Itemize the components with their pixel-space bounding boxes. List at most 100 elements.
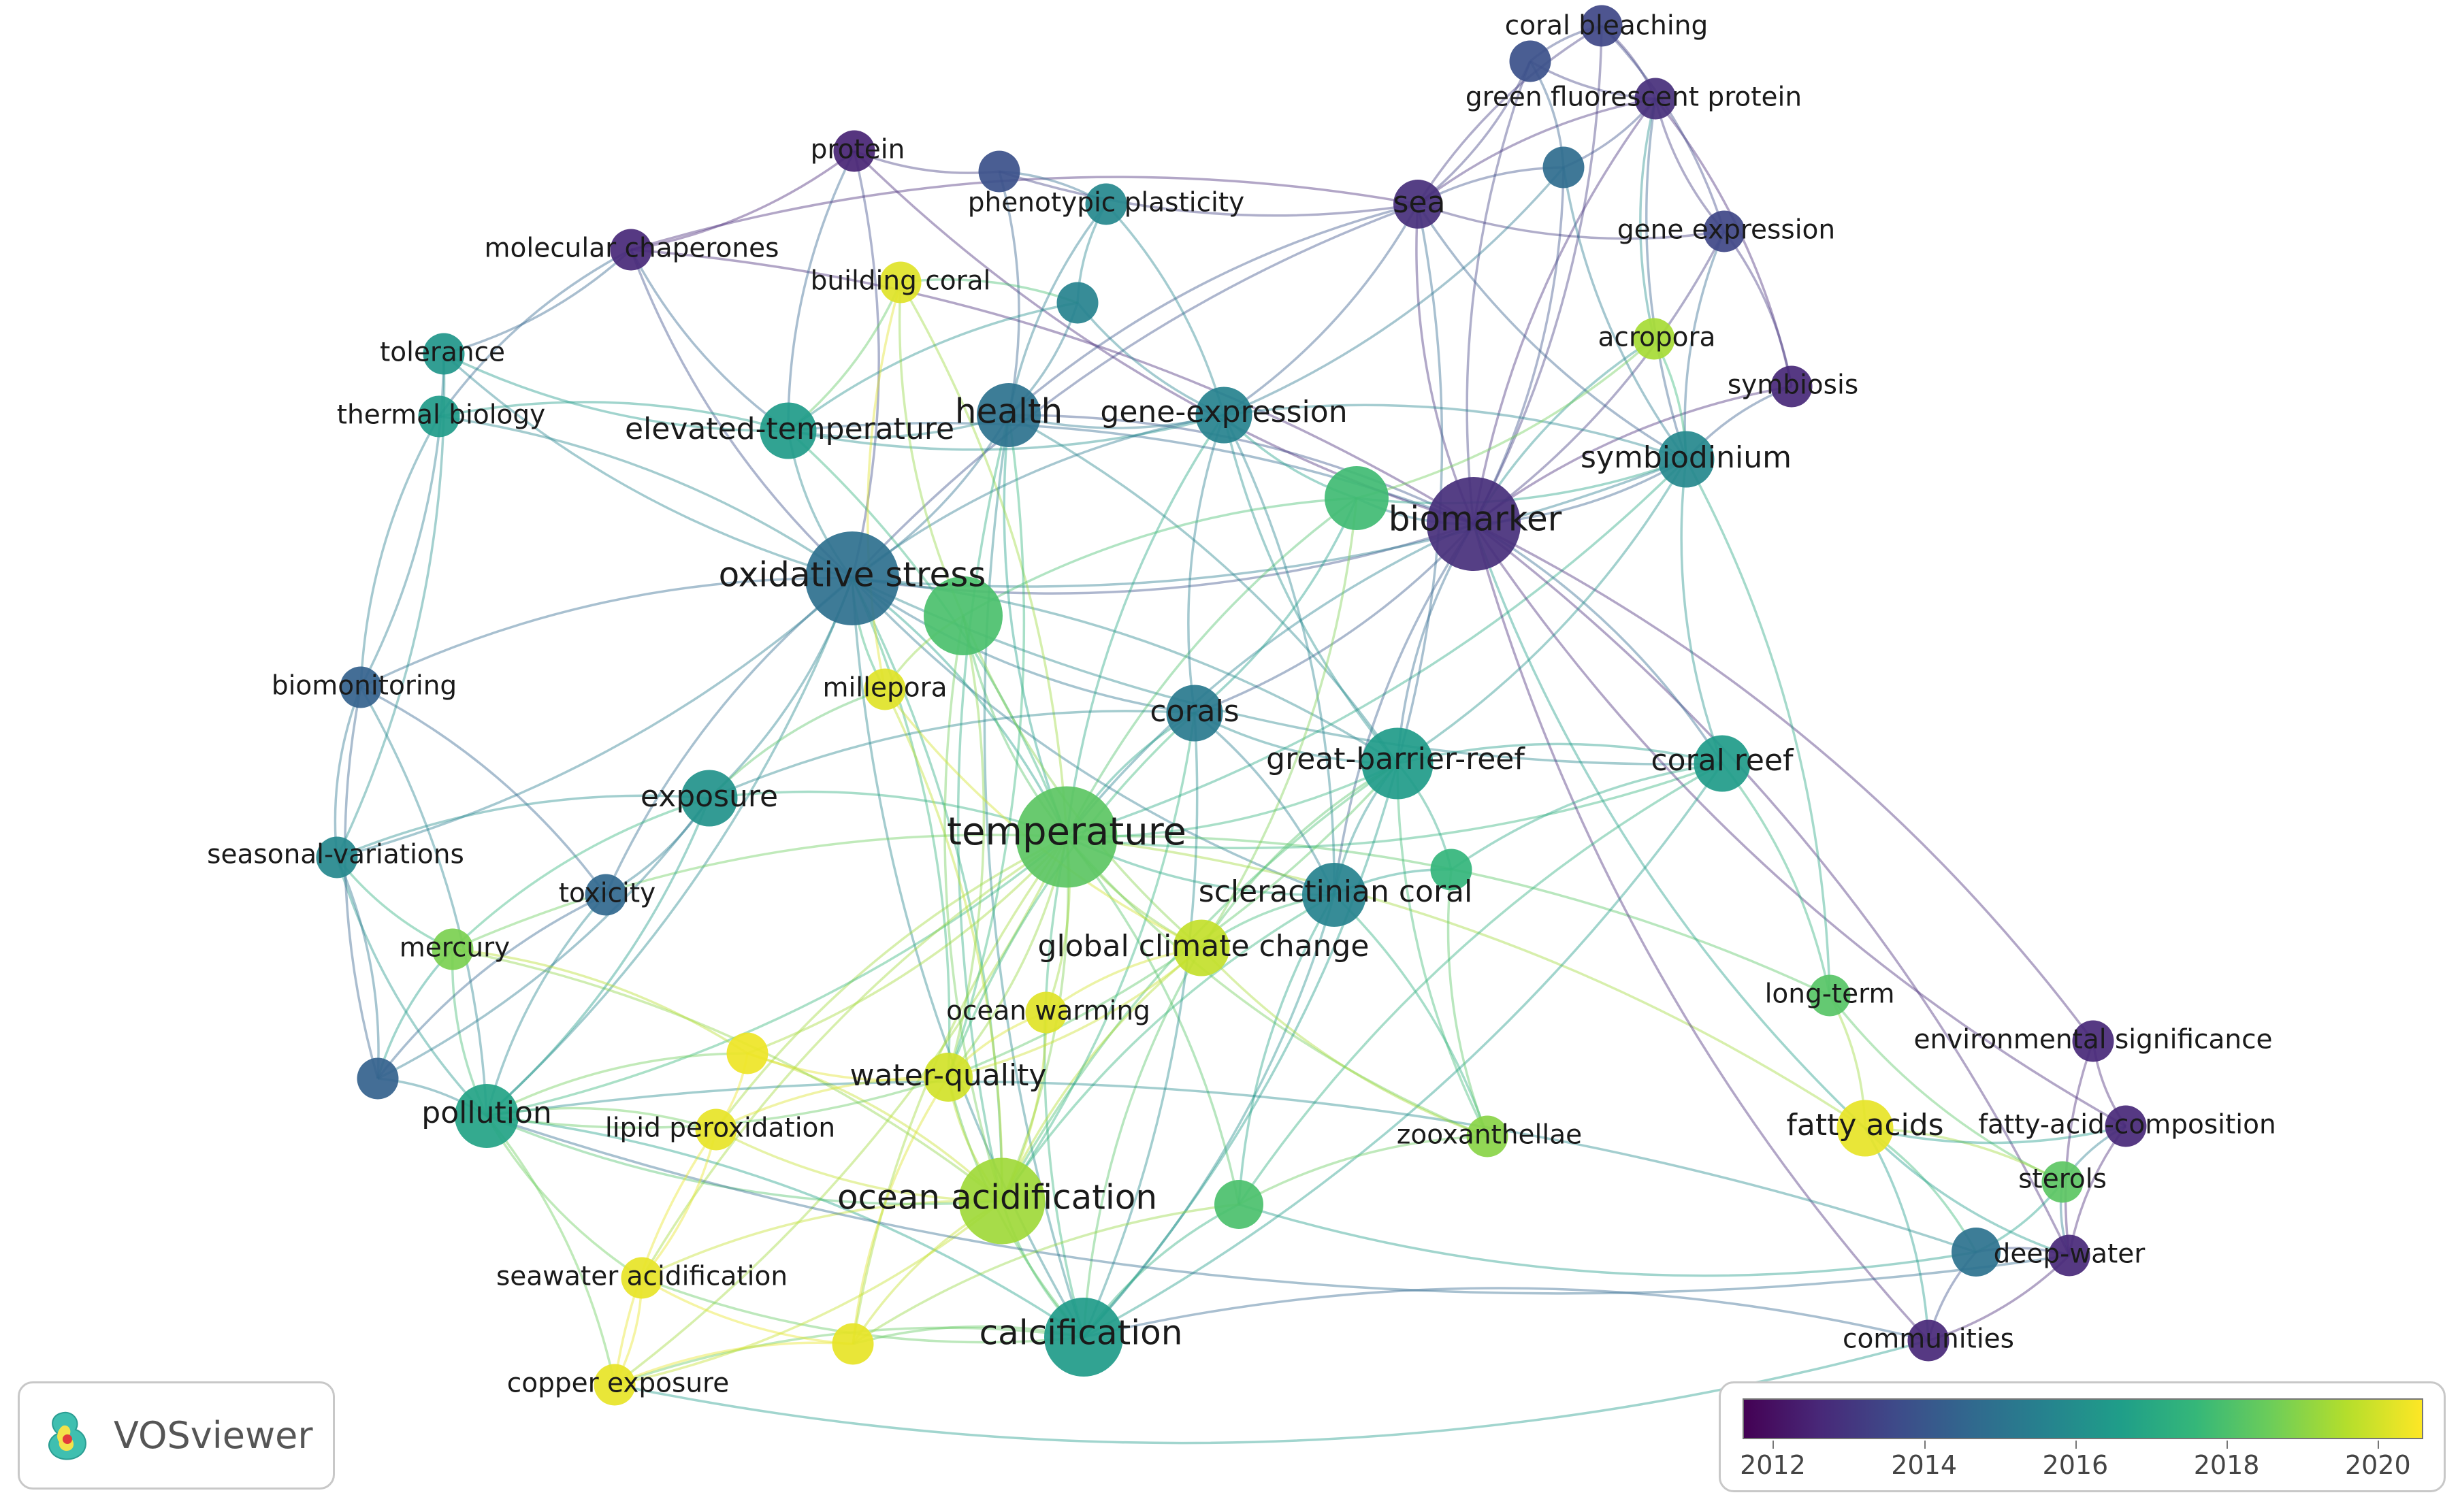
node-tox_hub[interactable]: [357, 1057, 399, 1100]
node-gene_expression2[interactable]: [1195, 387, 1252, 444]
node-calcification[interactable]: [1044, 1298, 1123, 1377]
node-scl_hub[interactable]: [1430, 849, 1472, 891]
node-biomonitoring[interactable]: [340, 666, 382, 708]
node-corals[interactable]: [1166, 685, 1223, 742]
label-symbiosis[interactable]: symbiosis: [1728, 370, 1858, 401]
label-biomonitoring[interactable]: biomonitoring: [272, 671, 457, 702]
label-copper_exposure[interactable]: copper exposure: [507, 1368, 729, 1399]
label-fac[interactable]: fatty-acid-composition: [1978, 1110, 2276, 1140]
node-sea[interactable]: [1393, 180, 1442, 229]
node-green_hub[interactable]: [1325, 466, 1389, 530]
label-temperature[interactable]: temperature: [947, 810, 1186, 854]
label-communities[interactable]: communities: [1843, 1324, 2014, 1355]
label-elevated_temp[interactable]: elevated-temperature: [625, 412, 954, 446]
node-pollution[interactable]: [455, 1084, 519, 1148]
label-thermal_biology[interactable]: thermal biology: [337, 400, 545, 431]
label-mol_chap[interactable]: molecular chaperones: [485, 233, 779, 264]
node-symbiosis[interactable]: [1770, 365, 1813, 408]
node-scleractinian[interactable]: [1302, 863, 1366, 927]
label-seasonal[interactable]: seasonal-variations: [207, 840, 464, 870]
node-ox_hub[interactable]: [924, 576, 1003, 655]
label-calcification[interactable]: calcification: [980, 1313, 1183, 1353]
node-water_quality[interactable]: [924, 1053, 973, 1102]
label-pollution[interactable]: pollution: [421, 1096, 551, 1130]
node-mol_chap[interactable]: [610, 229, 652, 271]
label-gbr[interactable]: great-barrier-reef: [1266, 742, 1525, 776]
label-symbiodinium[interactable]: symbiodinium: [1581, 440, 1792, 475]
label-ocean_acid[interactable]: ocean acidification: [837, 1178, 1157, 1217]
label-water_quality[interactable]: water-quality: [850, 1058, 1047, 1093]
node-symbiodinium[interactable]: [1657, 431, 1715, 488]
node-sterols[interactable]: [2041, 1161, 2084, 1203]
label-ocean_warming[interactable]: ocean warming: [946, 996, 1150, 1027]
node-yellow_hub[interactable]: [726, 1032, 768, 1074]
node-elevated_temp[interactable]: [760, 402, 817, 459]
node-toxicity[interactable]: [585, 874, 627, 916]
node-building_coral[interactable]: [879, 261, 922, 303]
node-dw_hub[interactable]: [1952, 1228, 2001, 1277]
node-acropora[interactable]: [1633, 318, 1675, 360]
label-coral_bleaching[interactable]: coral bleaching: [1505, 11, 1708, 42]
label-building_coral[interactable]: building coral: [811, 266, 991, 297]
node-thermal_biology[interactable]: [418, 395, 460, 438]
label-gene_expression2[interactable]: gene-expression: [1100, 395, 1347, 429]
node-gbr[interactable]: [1361, 727, 1434, 800]
label-tolerance[interactable]: tolerance: [380, 338, 505, 368]
node-ocean_warming[interactable]: [1025, 991, 1067, 1034]
label-exposure[interactable]: exposure: [641, 779, 778, 814]
node-oxidative_stress[interactable]: [805, 531, 899, 625]
label-phenotypic_plasticity[interactable]: phenotypic plasticity: [968, 188, 1244, 218]
label-millepora[interactable]: millepora: [822, 673, 947, 704]
node-millepora[interactable]: [864, 668, 906, 710]
label-global_climate[interactable]: global climate change: [1038, 929, 1370, 964]
label-sea[interactable]: sea: [1393, 185, 1446, 220]
label-coral_reef[interactable]: coral reef: [1651, 743, 1794, 778]
node-global_climate[interactable]: [1173, 919, 1230, 976]
label-gfp[interactable]: green fluorescent protein: [1466, 82, 1802, 113]
label-lipid_perox[interactable]: lipid peroxidation: [605, 1113, 835, 1144]
node-coral_reef[interactable]: [1694, 735, 1751, 792]
label-deep_water[interactable]: deep-water: [1994, 1239, 2146, 1270]
node-gene_expr[interactable]: [1703, 210, 1745, 252]
node-biomarker[interactable]: [1427, 477, 1521, 571]
node-phenotypic_plasticity[interactable]: [1085, 183, 1127, 225]
node-fatty_acids[interactable]: [1836, 1100, 1894, 1157]
node-oa_hub[interactable]: [1214, 1180, 1263, 1229]
node-pp_hub[interactable]: [1056, 282, 1099, 324]
node-fac[interactable]: [2105, 1105, 2147, 1147]
label-zooxanthellae[interactable]: zooxanthellae: [1397, 1120, 1582, 1151]
node-ocean_acid[interactable]: [958, 1157, 1046, 1245]
node-ca_hub[interactable]: [832, 1323, 874, 1365]
label-acropora[interactable]: acropora: [1598, 323, 1716, 353]
node-lipid_perox[interactable]: [695, 1108, 737, 1151]
node-deep_water[interactable]: [2048, 1234, 2090, 1277]
label-env_signif[interactable]: environmental significance: [1913, 1025, 2272, 1055]
node-seawater_acid[interactable]: [621, 1257, 663, 1299]
node-sea_hub[interactable]: [1542, 146, 1585, 188]
label-seawater_acid[interactable]: seawater acidification: [496, 1262, 788, 1292]
label-scleractinian[interactable]: scleractinian coral: [1199, 874, 1472, 909]
node-zooxanthellae[interactable]: [1466, 1115, 1508, 1157]
node-health[interactable]: [977, 383, 1041, 447]
label-long_term[interactable]: long-term: [1765, 979, 1895, 1010]
label-oxidative_stress[interactable]: oxidative stress: [719, 555, 986, 595]
node-long_term[interactable]: [1809, 974, 1851, 1017]
node-tolerance[interactable]: [423, 333, 465, 375]
label-corals[interactable]: corals: [1150, 694, 1239, 729]
node-seasonal[interactable]: [316, 836, 358, 878]
node-exposure[interactable]: [681, 770, 738, 827]
node-copper_exposure[interactable]: [594, 1364, 636, 1406]
label-gene_expr[interactable]: gene expression: [1617, 215, 1835, 246]
label-sterols[interactable]: sterols: [2018, 1164, 2107, 1195]
label-toxicity[interactable]: toxicity: [559, 878, 656, 909]
node-coral_bleaching[interactable]: [1581, 5, 1623, 47]
node-cb_hub[interactable]: [1509, 40, 1551, 82]
node-prot_hub[interactable]: [978, 150, 1020, 193]
node-mercury[interactable]: [432, 928, 474, 970]
label-protein[interactable]: protein: [811, 135, 905, 165]
label-mercury[interactable]: mercury: [400, 933, 510, 964]
label-fatty_acids[interactable]: fatty acids: [1786, 1108, 1943, 1143]
node-communities[interactable]: [1907, 1319, 1949, 1362]
label-health[interactable]: health: [955, 392, 1063, 431]
node-gfp[interactable]: [1634, 78, 1677, 120]
